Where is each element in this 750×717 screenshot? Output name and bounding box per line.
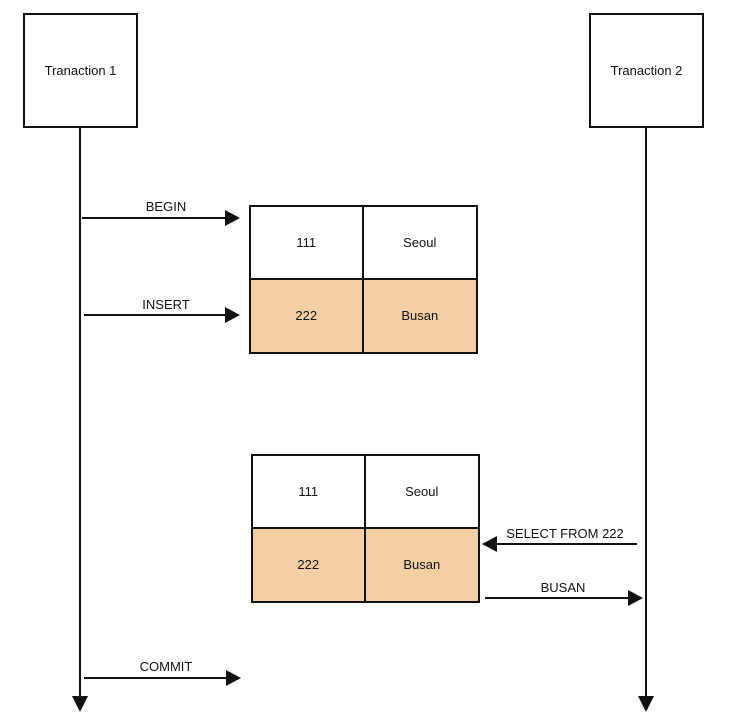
table-2-cell-city-1: Seoul xyxy=(365,456,478,529)
select-arrow xyxy=(482,536,637,552)
insert-arrow xyxy=(84,307,240,323)
transaction-2-lifeline-arrowhead xyxy=(638,696,654,712)
transaction-2-lifeline xyxy=(645,128,647,698)
insert-label: INSERT xyxy=(142,297,190,312)
table-2-cell-id-2: 222 xyxy=(253,528,366,601)
transaction-2-box: Tranaction 2 xyxy=(589,13,704,128)
table-2-cell-id-1: 111 xyxy=(253,456,366,529)
transaction-1-lifeline-arrowhead xyxy=(72,696,88,712)
select-arrowhead xyxy=(482,536,497,552)
begin-arrowhead xyxy=(225,210,240,226)
transaction-1-box: Tranaction 1 xyxy=(23,13,138,128)
table-1-cell-city-2: Busan xyxy=(363,279,476,352)
begin-label: BEGIN xyxy=(145,199,187,214)
transaction-2-label: Tranaction 2 xyxy=(610,63,683,78)
transaction-1-lifeline xyxy=(79,128,81,698)
busan-result-arrowhead xyxy=(628,590,643,606)
select-label: SELECT FROM 222 xyxy=(506,526,624,541)
insert-arrowhead xyxy=(225,307,240,323)
busan-result-label: BUSAN xyxy=(540,580,586,595)
begin-arrow xyxy=(82,210,240,226)
commit-label: COMMIT xyxy=(139,659,193,674)
table-read-by-transaction-2: 111 Seoul 222 Busan xyxy=(251,454,480,603)
commit-arrow xyxy=(84,670,241,686)
transaction-1-label: Tranaction 1 xyxy=(44,63,117,78)
table-before-commit: 111 Seoul 222 Busan xyxy=(249,205,478,354)
table-1-cell-id-2: 222 xyxy=(251,279,364,352)
table-1-cell-id-1: 111 xyxy=(251,207,364,280)
busan-result-arrow xyxy=(485,590,643,606)
commit-arrowhead xyxy=(226,670,241,686)
table-1-cell-city-1: Seoul xyxy=(363,207,476,280)
table-2-cell-city-2: Busan xyxy=(365,528,478,601)
